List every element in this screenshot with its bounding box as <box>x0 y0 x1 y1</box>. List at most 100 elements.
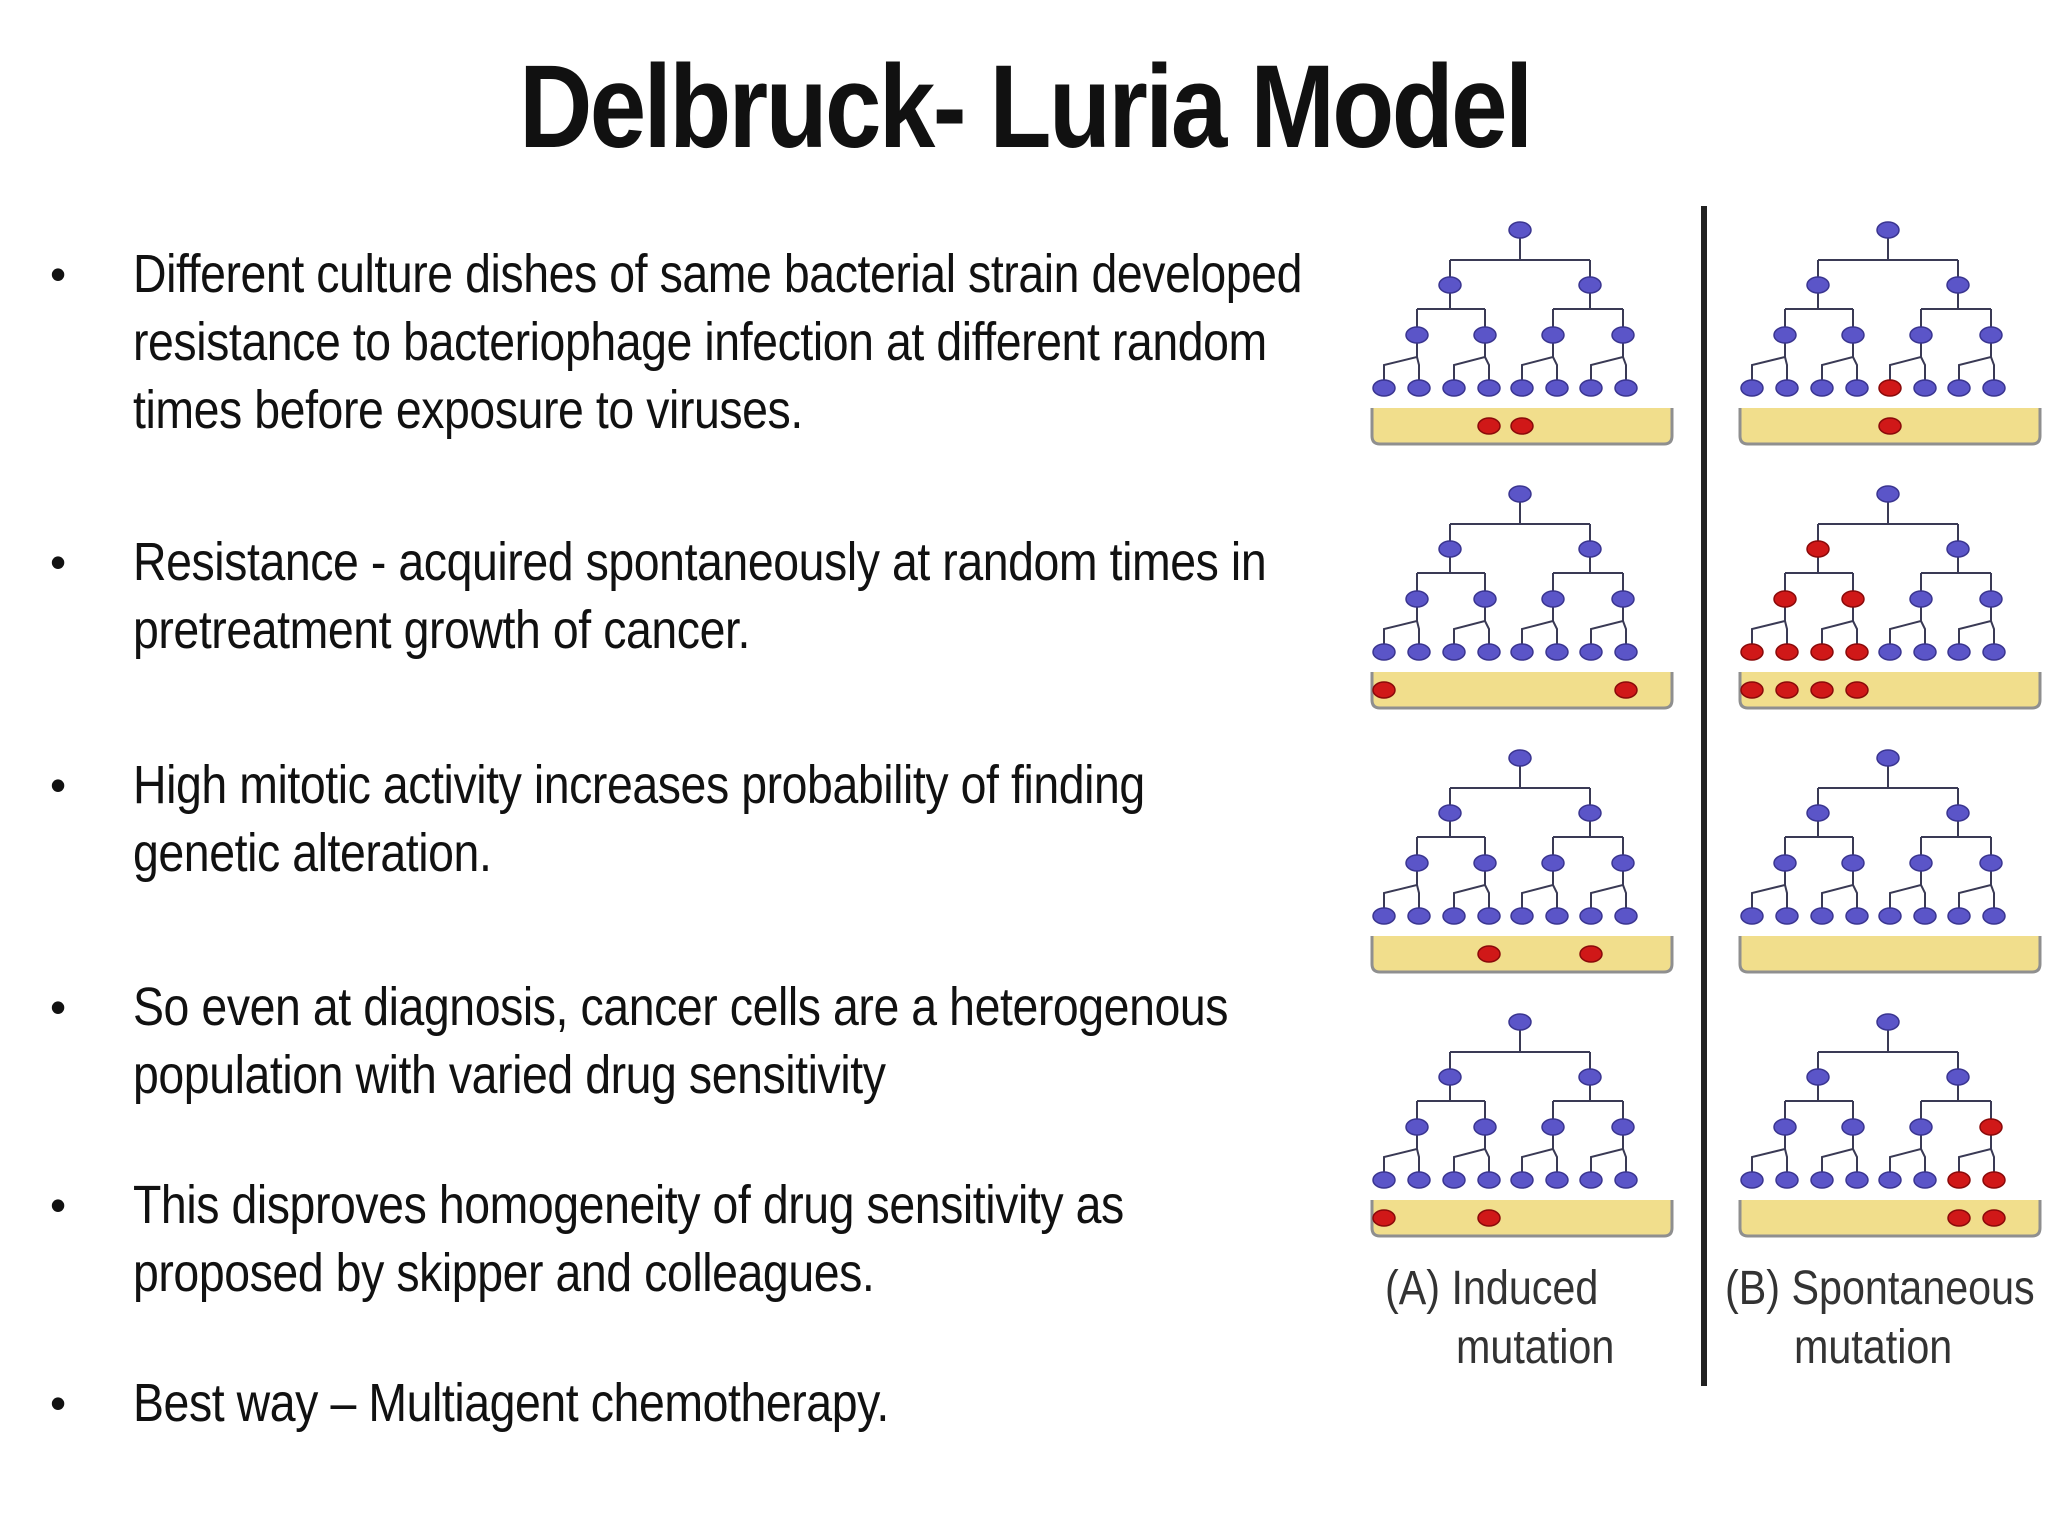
generation-2-cell <box>1979 854 2003 872</box>
tree-branch <box>1622 884 1627 908</box>
generation-2-cell <box>1841 1118 1865 1136</box>
generation-2-cell <box>1979 1118 2003 1136</box>
tree-branch <box>1416 1148 1420 1172</box>
tree-branch <box>1751 607 1786 644</box>
root-cell <box>1508 1013 1532 1031</box>
root-cell <box>1876 749 1900 767</box>
tree-branch <box>1920 620 1926 644</box>
generation-1-cell <box>1578 540 1602 558</box>
resistant-colony <box>1477 945 1501 963</box>
bullet-marker: • <box>50 981 67 1033</box>
tree-branch <box>1383 607 1418 644</box>
generation-3-cell <box>1614 379 1638 397</box>
generation-3-cell <box>1740 907 1764 925</box>
generation-3-cell <box>1372 643 1396 661</box>
tree-branch <box>1784 1148 1788 1172</box>
tree-branch <box>1484 356 1490 380</box>
generation-2-cell <box>1909 854 1933 872</box>
resistant-colony <box>1579 945 1603 963</box>
bullet-marker: • <box>50 1179 67 1231</box>
resistant-colony <box>1845 681 1869 699</box>
generation-3-cell <box>1775 907 1799 925</box>
root-cell <box>1876 485 1900 503</box>
generation-2-cell <box>1473 1118 1497 1136</box>
tree-branch <box>1990 1148 1995 1172</box>
root-cell <box>1508 485 1532 503</box>
generation-1-cell <box>1806 1068 1830 1086</box>
tree-branch <box>1484 884 1490 908</box>
generation-3-cell <box>1510 643 1534 661</box>
generation-3-cell <box>1810 907 1834 925</box>
generation-3-cell <box>1982 643 2006 661</box>
tree-branch <box>1622 356 1627 380</box>
tree-branch <box>1590 343 1624 380</box>
tree-branch <box>1889 871 1922 908</box>
column-b-label-line2: mutation <box>1794 1320 1952 1374</box>
culture-dish <box>1370 672 1674 710</box>
generation-3-cell <box>1442 643 1466 661</box>
generation-3-cell <box>1775 643 1799 661</box>
generation-3-cell <box>1614 643 1638 661</box>
tree-branch <box>1751 871 1786 908</box>
generation-2-cell <box>1611 854 1635 872</box>
tree-branch <box>1751 343 1786 380</box>
generation-3-cell <box>1510 907 1534 925</box>
resistant-colony <box>1878 417 1902 435</box>
generation-3-cell <box>1407 379 1431 397</box>
generation-3-cell <box>1545 907 1569 925</box>
tree-branch <box>1990 620 1995 644</box>
tree-branch <box>1751 1135 1786 1172</box>
generation-3-cell <box>1372 1171 1396 1189</box>
tree-branch <box>1920 1148 1926 1172</box>
tree-branch <box>1416 356 1420 380</box>
tree-branch <box>1416 884 1420 908</box>
diagram-marks <box>1370 221 2042 1238</box>
tree-branch <box>1453 607 1486 644</box>
generation-2-cell <box>1773 1118 1797 1136</box>
generation-2-cell <box>1909 1118 1933 1136</box>
generation-1-cell <box>1578 1068 1602 1086</box>
generation-3-cell <box>1442 1171 1466 1189</box>
generation-2-cell <box>1473 590 1497 608</box>
generation-2-cell <box>1541 326 1565 344</box>
generation-3-cell <box>1913 907 1937 925</box>
culture-dish <box>1370 936 1674 974</box>
generation-3-cell <box>1579 907 1603 925</box>
resistant-colony <box>1810 681 1834 699</box>
tree-branch <box>1521 871 1554 908</box>
resistant-colony <box>1477 1209 1501 1227</box>
generation-3-cell <box>1579 379 1603 397</box>
generation-3-cell <box>1510 1171 1534 1189</box>
root-cell <box>1876 1013 1900 1031</box>
generation-3-cell <box>1740 643 1764 661</box>
tree-branch <box>1552 620 1558 644</box>
generation-3-cell <box>1878 907 1902 925</box>
generation-2-cell <box>1611 1118 1635 1136</box>
tree-branch <box>1889 1135 1922 1172</box>
generation-2-cell <box>1541 1118 1565 1136</box>
tree-branch <box>1852 1148 1858 1172</box>
generation-3-cell <box>1878 643 1902 661</box>
generation-3-cell <box>1740 379 1764 397</box>
generation-3-cell <box>1372 907 1396 925</box>
generation-3-cell <box>1810 1171 1834 1189</box>
generation-3-cell <box>1579 1171 1603 1189</box>
culture-dish <box>1370 1200 1674 1238</box>
tree-branch <box>1521 607 1554 644</box>
generation-2-cell <box>1473 854 1497 872</box>
bullet-marker: • <box>50 759 67 811</box>
generation-3-cell <box>1982 1171 2006 1189</box>
tree-branch <box>1383 871 1418 908</box>
tree-branch <box>1484 1148 1490 1172</box>
resistant-colony <box>1477 417 1501 435</box>
root-cell <box>1508 749 1532 767</box>
tree-branch <box>1484 620 1490 644</box>
tree-branch <box>1416 620 1420 644</box>
generation-1-cell <box>1946 540 1970 558</box>
generation-3-cell <box>1510 379 1534 397</box>
resistant-colony <box>1775 681 1799 699</box>
generation-3-cell <box>1913 1171 1937 1189</box>
tree-branch <box>1852 620 1858 644</box>
generation-2-cell <box>1405 854 1429 872</box>
generation-2-cell <box>1541 590 1565 608</box>
